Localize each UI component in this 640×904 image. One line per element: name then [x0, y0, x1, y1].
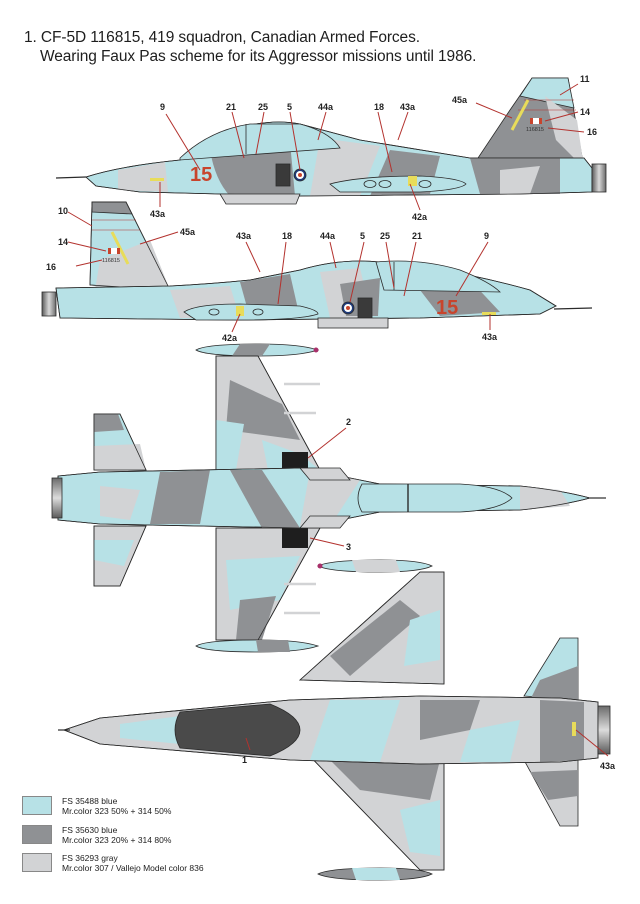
svg-text:25: 25: [258, 102, 268, 112]
svg-text:21: 21: [412, 231, 422, 241]
svg-text:45a: 45a: [180, 227, 196, 237]
fuselage-code: 15: [436, 297, 458, 319]
svg-text:16: 16: [46, 262, 56, 272]
title-line-1: 1. CF-5D 116815, 419 squadron, Canadian …: [24, 29, 420, 46]
svg-text:10: 10: [58, 206, 68, 216]
fuselage-code: 15: [190, 164, 212, 186]
pitot-probe: [55, 176, 87, 179]
tip-tank: [183, 303, 319, 321]
svg-text:45a: 45a: [452, 95, 468, 105]
svg-text:16: 16: [587, 127, 597, 137]
svg-text:43a: 43a: [482, 332, 498, 342]
svg-text:43a: 43a: [400, 102, 416, 112]
top-view-callouts: 2 3: [346, 417, 351, 552]
legend-color-name: FS 35488 blue: [62, 796, 118, 806]
top-view: [51, 343, 606, 653]
color-swatch: [22, 825, 52, 844]
svg-text:42a: 42a: [412, 212, 428, 222]
left-side-callout-lines: [159, 83, 585, 211]
svg-text:11: 11: [580, 74, 590, 84]
svg-text:43a: 43a: [600, 761, 616, 771]
scheme-title: 1. CF-5D 116815, 419 squadron, Canadian …: [24, 28, 476, 66]
left-side-view: 15 116815: [55, 77, 607, 205]
title-line-2: Wearing Faux Pas scheme for its Aggresso…: [40, 48, 477, 65]
right-side-callouts: 10 14 16 45a 43a 18 44a 5 25 21 9 43a 42…: [46, 206, 498, 343]
legend-color-name: FS 36293 gray: [62, 853, 118, 863]
svg-text:5: 5: [360, 231, 365, 241]
svg-text:9: 9: [484, 231, 489, 241]
svg-text:116815: 116815: [102, 258, 120, 264]
svg-text:14: 14: [58, 237, 68, 247]
svg-text:3: 3: [346, 542, 351, 552]
svg-text:9: 9: [160, 102, 165, 112]
svg-text:2: 2: [346, 417, 351, 427]
svg-text:44a: 44a: [318, 102, 334, 112]
svg-text:44a: 44a: [320, 231, 336, 241]
svg-text:43a: 43a: [236, 231, 252, 241]
svg-text:25: 25: [380, 231, 390, 241]
svg-text:14: 14: [580, 107, 590, 117]
nose-gear-bay: [174, 703, 301, 757]
svg-text:1: 1: [242, 755, 247, 765]
pitot-probe: [553, 307, 593, 310]
bottom-view-callout-lines: [245, 729, 609, 757]
svg-text:43a: 43a: [150, 209, 166, 219]
svg-text:18: 18: [282, 231, 292, 241]
svg-text:116815: 116815: [526, 127, 544, 133]
top-view-callout-lines: [307, 427, 347, 547]
legend-color-mix: Mr.color 323 50% + 314 50%: [62, 806, 172, 816]
bottom-view-callouts: 1 43a: [242, 755, 616, 771]
svg-text:21: 21: [226, 102, 236, 112]
legend-color-mix: Mr.color 323 20% + 314 80%: [62, 835, 172, 845]
tip-tank: [329, 175, 467, 193]
svg-text:42a: 42a: [222, 333, 238, 343]
canopy-top: [357, 483, 513, 513]
legend-color-name: FS 35630 blue: [62, 825, 118, 835]
legend-color-mix: Mr.color 307 / Vallejo Model color 836: [62, 863, 204, 873]
bottom-view: [58, 559, 611, 881]
right-side-callout-lines: [67, 211, 491, 333]
left-side-callouts: 9 21 25 5 44a 18 43a 45a 11 14 16 43a 42…: [150, 74, 597, 222]
svg-text:5: 5: [287, 102, 292, 112]
right-side-view: 15 116815: [41, 201, 593, 329]
color-swatch: [22, 796, 52, 815]
color-swatch: [22, 853, 52, 872]
svg-text:18: 18: [374, 102, 384, 112]
